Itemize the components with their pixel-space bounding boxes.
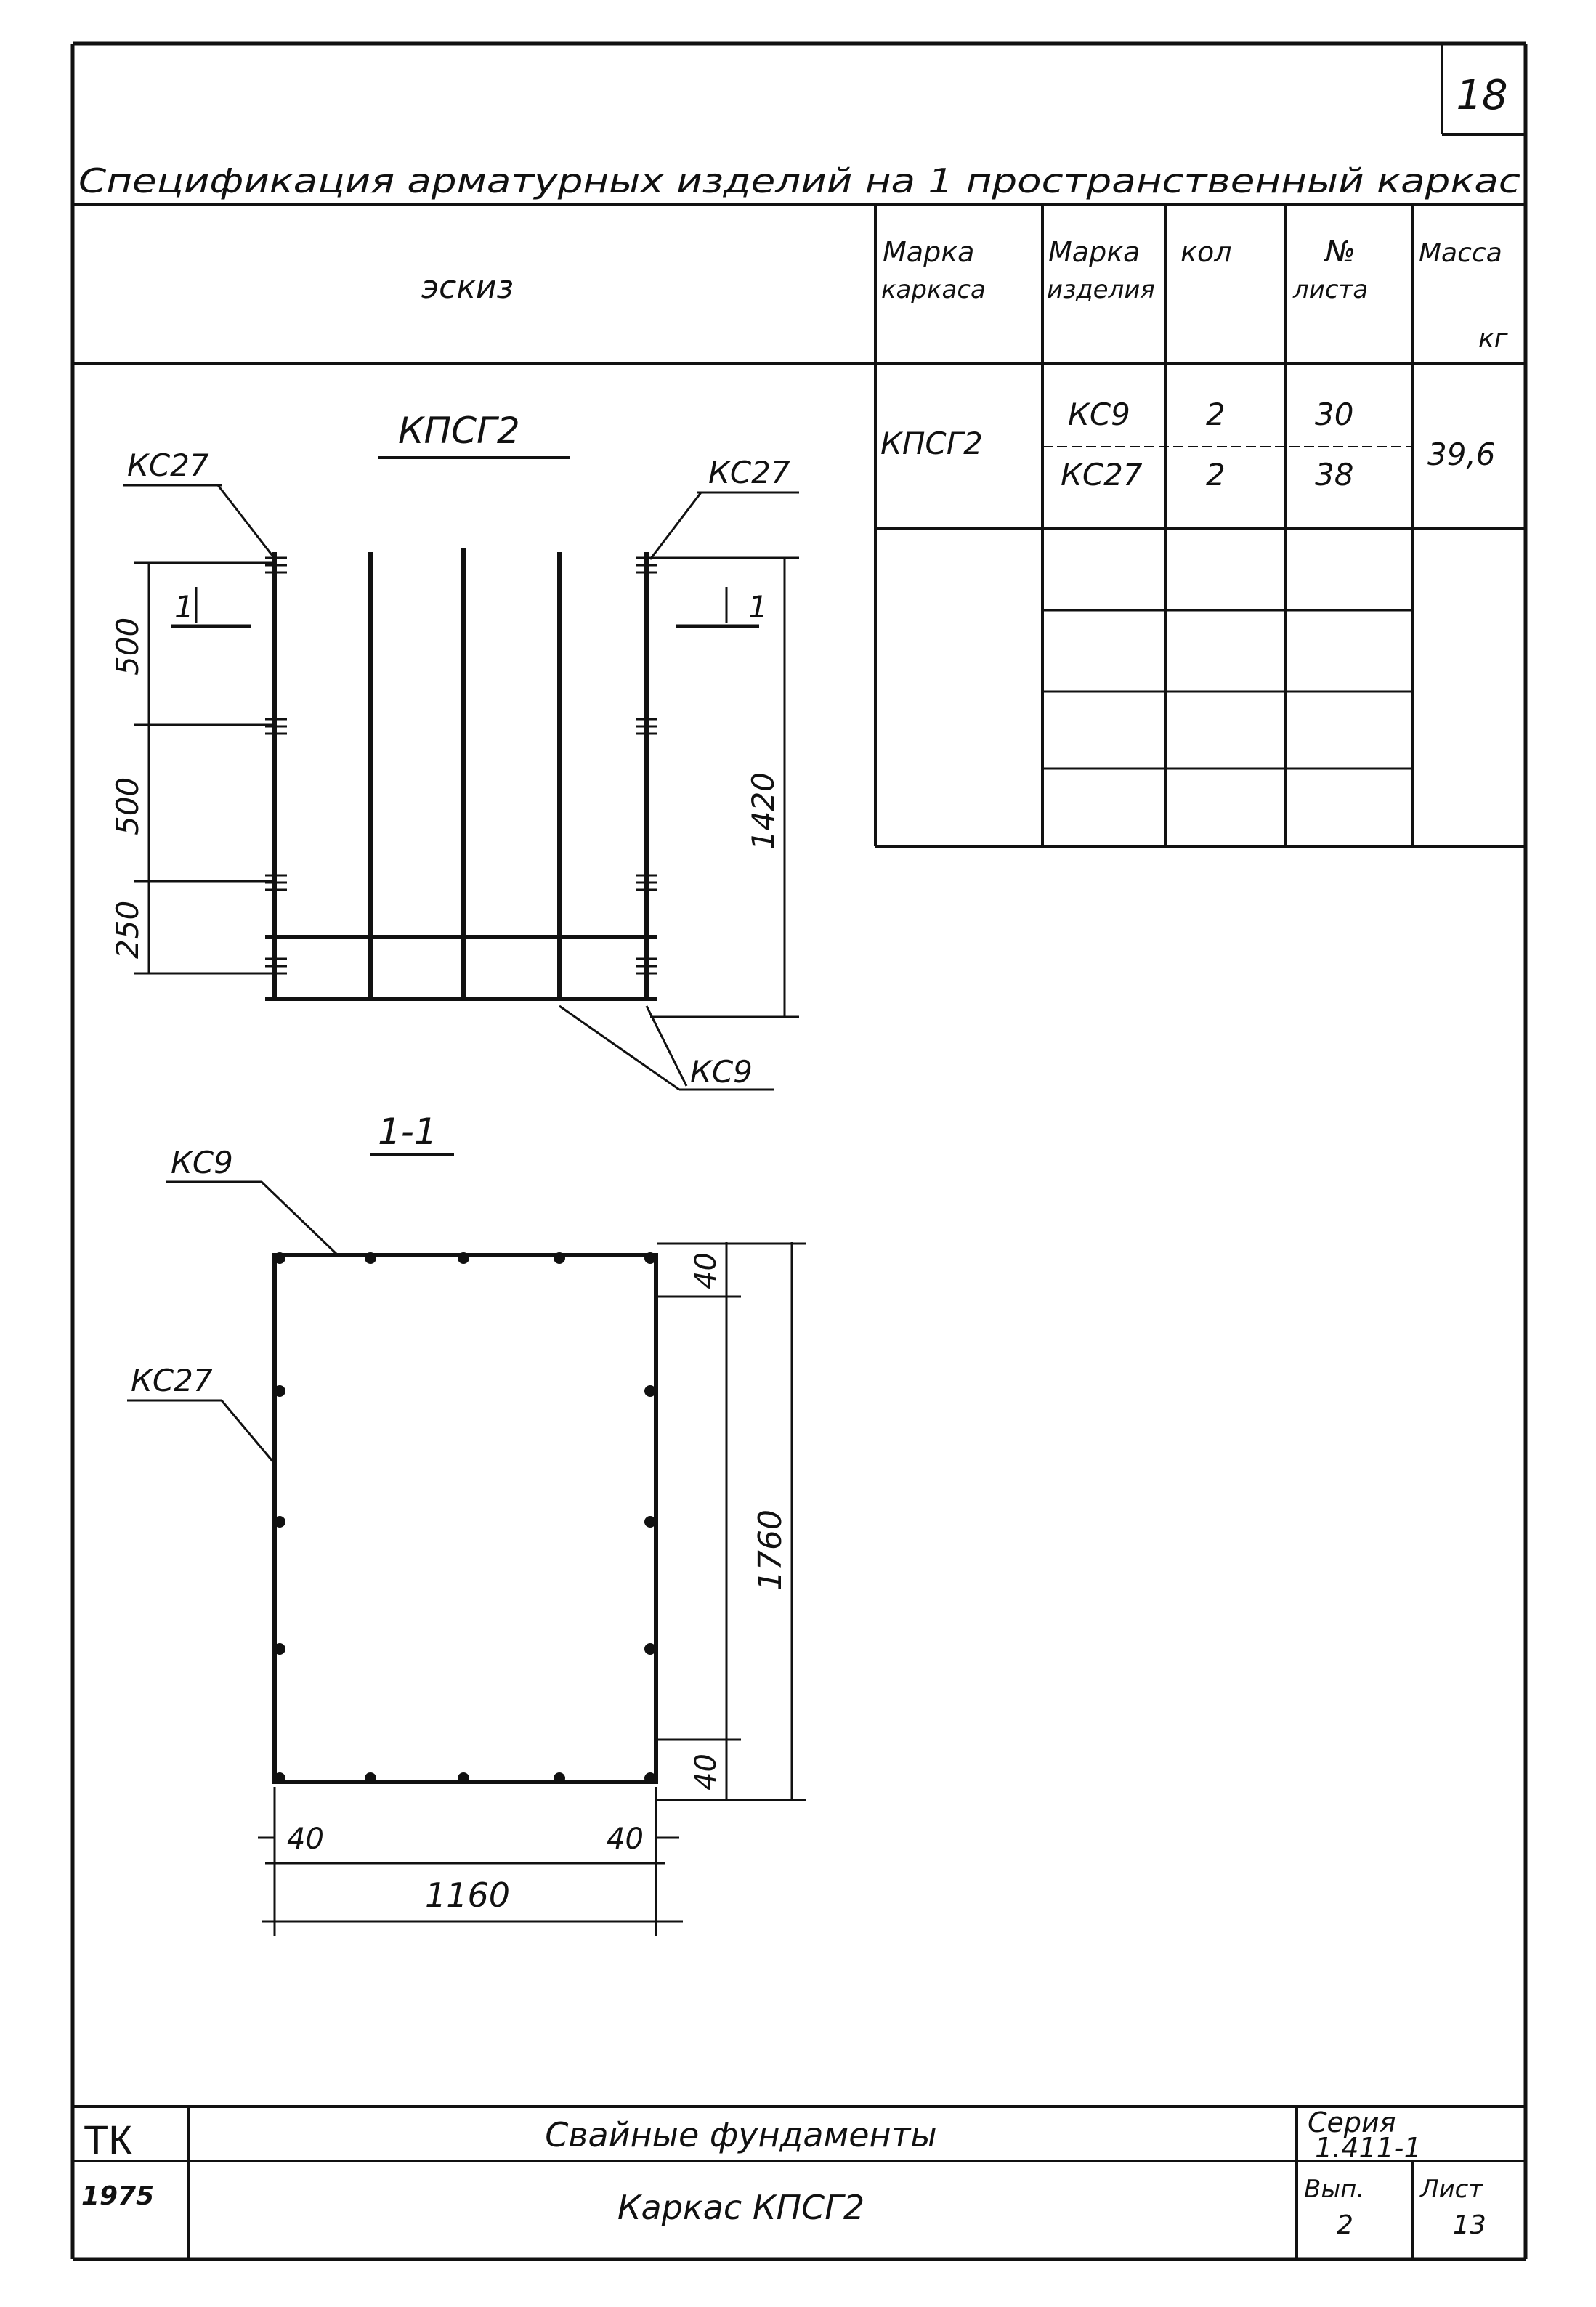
header-sketch: эскиз: [421, 269, 514, 306]
dim-left-500-b: 500: [110, 777, 145, 835]
dim-top-cover: 40: [689, 1252, 723, 1289]
section-drawing: 1-1 КС9 КС27: [127, 1111, 806, 1936]
section-label-kc27: КС27: [131, 1363, 213, 1398]
sheet-frame: [70, 41, 1528, 2261]
dim-left-cover: 40: [287, 1823, 324, 1856]
vertical-bars: [272, 548, 649, 999]
section-mark-right: 1: [748, 589, 768, 625]
dim-right-cover: 40: [607, 1823, 644, 1856]
dim-bottom-cover: 40: [689, 1753, 723, 1791]
elevation-drawing: КПСГ2 КС27 КС27: [110, 410, 799, 1091]
label-kc9: КС9: [690, 1054, 753, 1090]
section-title: 1-1: [378, 1111, 437, 1153]
row-2-item: КС27: [1061, 457, 1143, 492]
dim-height-1420: 1420: [745, 772, 781, 850]
header-sheet-no-2: листа: [1292, 275, 1368, 304]
title-block-sheet-label: Лист: [1419, 2175, 1483, 2204]
dim-chain-left: [134, 561, 276, 975]
header-mass-2: кг: [1478, 324, 1509, 354]
frame-mark-value: КПСГ2: [880, 426, 983, 461]
section-mark-left: 1: [174, 589, 194, 625]
title-block-series-label: Серия: [1308, 2107, 1396, 2138]
section-bars: [274, 1252, 656, 1784]
row-1-item: КС9: [1068, 397, 1130, 432]
title-block-series-value: 1.411-1: [1315, 2132, 1422, 2164]
header-item-mark-1: Марка: [1048, 236, 1140, 268]
title-block-org: ТК: [84, 2117, 132, 2162]
title-block-issue-value: 2: [1337, 2210, 1353, 2240]
dim-section-height: 1760: [752, 1509, 789, 1591]
elevation-title: КПСГ2: [398, 410, 520, 452]
section-dims-right: [657, 1242, 806, 1801]
title-block-sheet-value: 13: [1453, 2210, 1486, 2240]
title-block-year: 1975: [81, 2181, 154, 2211]
title-block-grid: [73, 2105, 1526, 2259]
header-qty: кол: [1180, 236, 1232, 268]
section-dims-bottom: [258, 1787, 683, 1936]
section-label-kc9: КС9: [171, 1145, 233, 1180]
horizontal-bars: [265, 935, 657, 1001]
header-sheet-no-1: №: [1324, 235, 1356, 269]
row-1-sheet: 30: [1315, 397, 1353, 432]
row-1-qty: 2: [1206, 397, 1226, 432]
dim-height-right: [650, 556, 799, 1018]
spec-table-grid: [73, 205, 1526, 848]
header-frame-mark-2: каркаса: [881, 275, 986, 304]
section-frame: [272, 1253, 658, 1784]
sheet-number-box: [1441, 44, 1526, 136]
label-kc27-left: КС27: [127, 447, 209, 483]
sheet-number: 18: [1456, 72, 1507, 119]
header-frame-mark-1: Марка: [883, 236, 974, 268]
dim-section-width: 1160: [425, 1876, 510, 1915]
row-2-qty: 2: [1206, 457, 1226, 492]
title-block-drawing-name: Каркас КПСГ2: [617, 2188, 864, 2227]
dim-left-500-a: 500: [110, 617, 145, 676]
spec-title: Спецификация арматурных изделий на 1 про…: [78, 161, 1520, 200]
header-mass-1: Масса: [1419, 238, 1502, 268]
header-item-mark-2: изделия: [1047, 275, 1155, 304]
row-2-sheet: 38: [1315, 457, 1353, 492]
mass-value: 39,6: [1427, 437, 1496, 472]
title-block-project: Свайные фундаменты: [545, 2115, 936, 2154]
dim-left-250: 250: [110, 901, 145, 959]
title-block-issue-label: Вып.: [1304, 2175, 1364, 2204]
label-kc27-right: КС27: [708, 455, 790, 490]
